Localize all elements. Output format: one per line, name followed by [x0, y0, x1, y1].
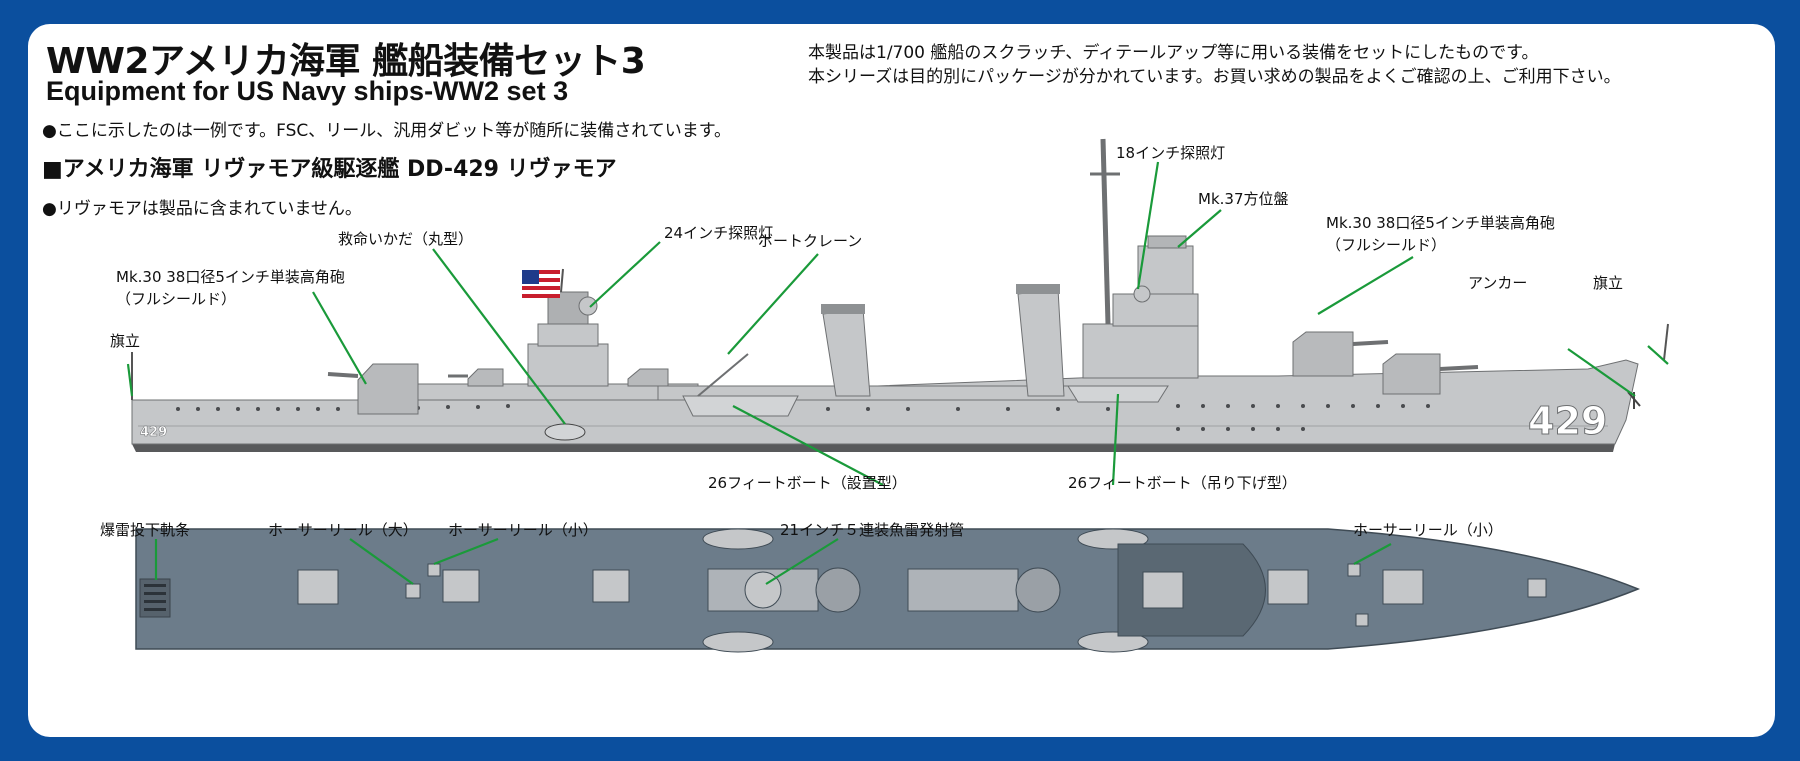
gun-mount-1-top — [297, 569, 339, 605]
boat-26ft-fixed-side — [682, 395, 799, 417]
hull-number-large: 429 — [1528, 399, 1607, 443]
waterline-stripe — [132, 444, 1615, 452]
hose-reel-large-top — [405, 583, 421, 599]
foremast — [1100, 138, 1111, 325]
boat-top-1 — [702, 528, 774, 550]
label-hose-reel-large: ホーサーリール（大） — [268, 521, 418, 539]
boat-top-2 — [702, 631, 774, 653]
note-example: ●ここに示したのは一例です。FSC、リール、汎用ダビット等が随所に装備されていま… — [42, 121, 732, 141]
life-raft-side — [544, 423, 586, 441]
gun-mount-4-top — [1267, 569, 1309, 605]
product-card: WW2アメリカ海軍 艦船装備セット3 Equipment for US Navy… — [28, 24, 1775, 737]
searchlight-18-side — [1133, 285, 1151, 303]
gun-mount-5-side — [1382, 353, 1479, 395]
label-director-mk37: Mk.37方位盤 — [1198, 190, 1288, 208]
hose-reel-small-fwd-top-2 — [1355, 613, 1369, 627]
label-hose-reel-small-aft: ホーサーリール（小） — [448, 521, 598, 539]
label-boat-davit: 26フィートボート（吊り下げ型） — [1068, 474, 1297, 492]
gun-mount-5-top — [1382, 569, 1424, 605]
bridge-top — [1117, 543, 1266, 637]
boat-top-4 — [1077, 631, 1149, 653]
ship-heading: ■アメリカ海軍 リヴァモア級駆逐艦 DD-429 リヴァモア — [42, 157, 617, 182]
leader-lines — [126, 161, 1669, 585]
hose-reel-small-aft-top — [427, 563, 441, 577]
top-view — [135, 528, 1640, 653]
gun-mount-3-side — [627, 368, 669, 387]
aft-funnel — [822, 308, 871, 397]
label-searchlight-24: 24インチ探照灯 — [664, 224, 773, 242]
label-gun-aft-2: （フルシールド） — [1326, 236, 1446, 254]
us-flag — [522, 270, 560, 298]
label-flagstaff-stern: 旗立 — [110, 332, 140, 350]
flagstaff-bow-side — [1663, 323, 1669, 361]
hull-number-small: 429 — [140, 425, 167, 440]
gun-mount-2-top — [442, 569, 480, 603]
label-gun-fwd-2: （フルシールド） — [116, 290, 236, 308]
deck-plan — [135, 528, 1640, 650]
searchlight-tower — [527, 343, 609, 387]
label-searchlight-18: 18インチ探照灯 — [1116, 144, 1225, 162]
page-title: WW2アメリカ海軍 艦船装備セット3 — [46, 41, 646, 82]
intro-line-2: 本シリーズは目的別にパッケージが分かれています。お買い求めの製品をよくご確認の上… — [808, 67, 1621, 87]
label-depth-charge-rack: 爆雷投下軌条 — [100, 521, 190, 539]
note-not-included: ●リヴァモアは製品に含まれていません。 — [42, 199, 362, 219]
page-subtitle: Equipment for US Navy ships-WW2 set 3 — [46, 76, 569, 106]
ship-diagram: 429 429 — [100, 138, 1669, 653]
hose-reel-small-fwd-top-1 — [1347, 563, 1361, 577]
label-gun-aft-1: Mk.30 38口径5インチ単装高角砲 — [1326, 214, 1555, 232]
label-anchor: アンカー — [1468, 274, 1527, 292]
forward-superstructure — [1082, 323, 1199, 379]
gun-mount-3-top — [592, 569, 630, 603]
gun-mount-1-side — [327, 363, 419, 415]
label-life-raft: 救命いかだ（丸型） — [338, 230, 473, 248]
side-profile: 429 429 — [131, 138, 1669, 452]
searchlight-24-side — [578, 296, 598, 316]
gun-mount-2-side — [448, 368, 504, 387]
torpedo-tubes-fwd-top — [907, 568, 1019, 612]
label-gun-fwd-1: Mk.30 38口径5インチ単装高角砲 — [116, 268, 345, 286]
label-flagstaff-bow: 旗立 — [1593, 274, 1623, 292]
gun-mount-4-side — [1292, 331, 1389, 377]
label-torpedo-tubes: 21インチ５連装魚雷発射管 — [780, 521, 964, 539]
label-boat-fixed: 26フィートボート（設置型） — [708, 474, 907, 492]
label-boat-crane: ボートクレーン — [758, 232, 862, 250]
label-hose-reel-small-fwd: ホーサーリール（小） — [1353, 521, 1503, 539]
intro-line-1: 本製品は1/700 艦船のスクラッチ、ディテールアップ等に用いる装備をセットにし… — [808, 43, 1539, 63]
